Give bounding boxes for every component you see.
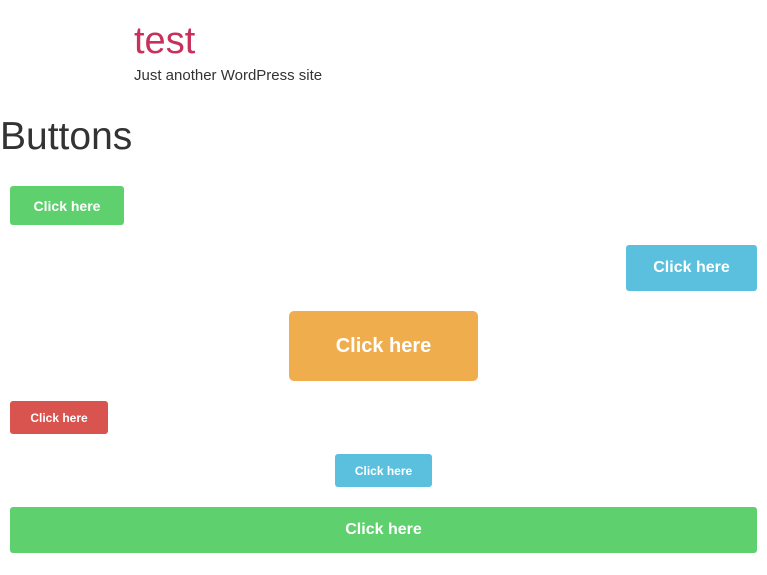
site-title-link[interactable]: test bbox=[134, 20, 196, 62]
click-here-button-blue-center[interactable]: Click here bbox=[335, 454, 432, 487]
page-title: Buttons bbox=[0, 115, 133, 158]
site-tagline: Just another WordPress site bbox=[134, 67, 323, 84]
click-here-button-orange-large[interactable]: Click here bbox=[289, 311, 478, 381]
click-here-button-green-small[interactable]: Click here bbox=[10, 186, 124, 225]
click-here-button-red-small[interactable]: Click here bbox=[10, 401, 108, 434]
click-here-button-blue-right[interactable]: Click here bbox=[626, 245, 757, 291]
click-here-button-green-full[interactable]: Click here bbox=[10, 507, 757, 553]
